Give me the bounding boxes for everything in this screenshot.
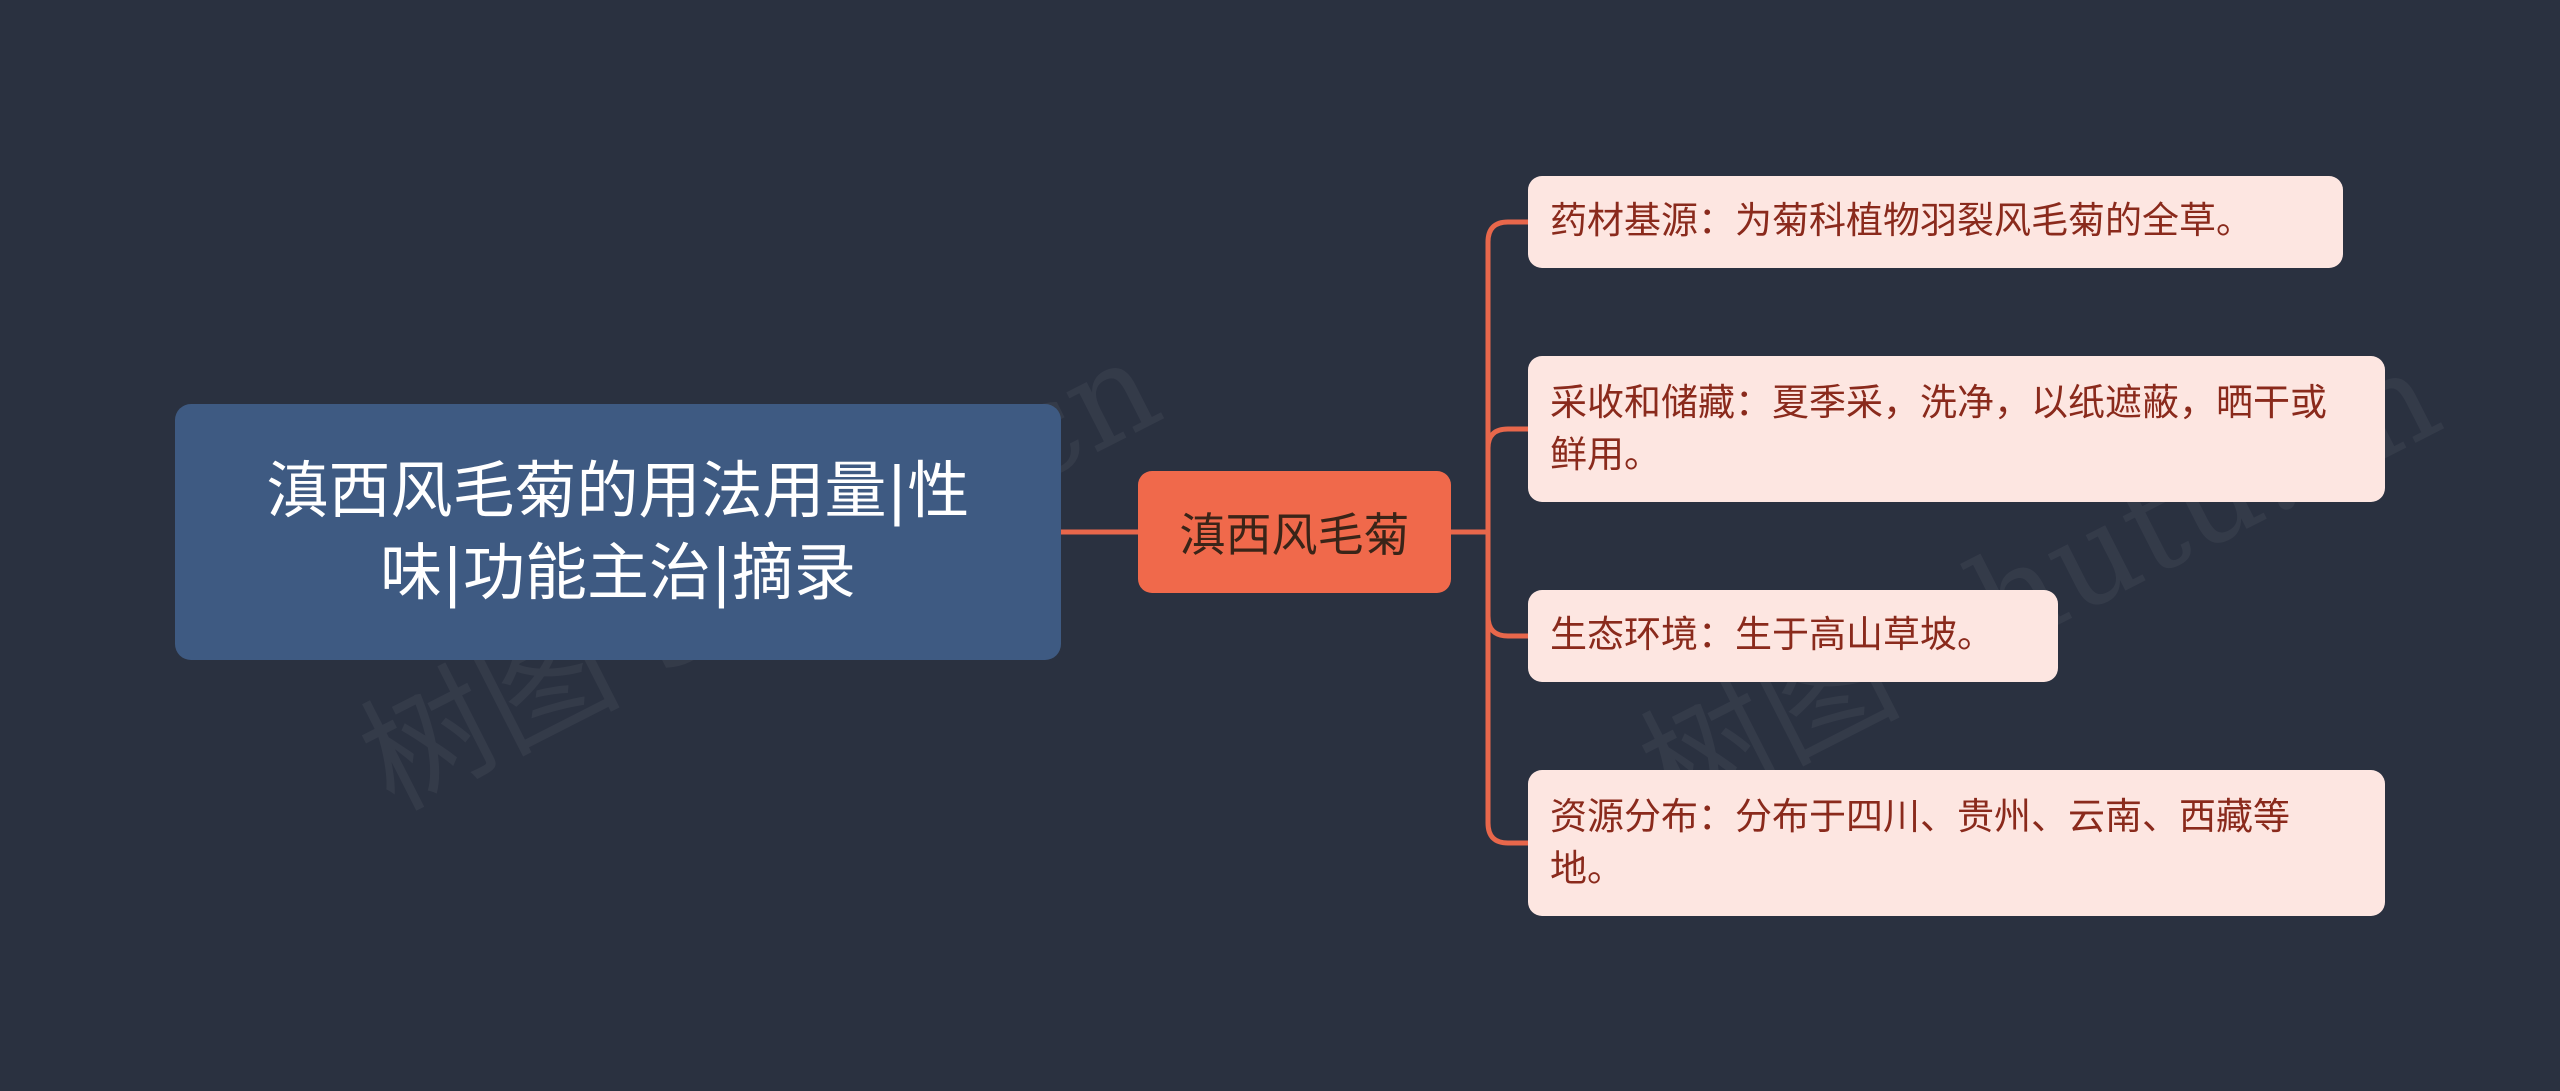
- root-topic-line-2: 味|功能主治|摘录: [380, 536, 856, 609]
- leaf-node-harvest-storage[interactable]: 采收和储藏：夏季采，洗净，以纸遮蔽，晒干或鲜用。: [1528, 356, 2385, 502]
- leaf-node-distribution[interactable]: 资源分布：分布于四川、贵州、云南、西藏等地。: [1528, 770, 2385, 916]
- leaf-text: 采收和储藏：夏季采，洗净，以纸遮蔽，晒干或鲜用。: [1550, 381, 2327, 476]
- leaf-text: 生态环境：生于高山草坡。: [1550, 613, 1994, 656]
- leaf-text: 药材基源：为菊科植物羽裂风毛菊的全草。: [1550, 199, 2253, 242]
- leaf-text: 资源分布：分布于四川、贵州、云南、西藏等地。: [1550, 795, 2290, 890]
- branch-connector-2: [1485, 426, 1531, 535]
- root-topic-text: 滇西风毛菊的用法用量|性 味|功能主治|摘录: [267, 450, 970, 614]
- branch-connector-4: [1485, 529, 1531, 846]
- root-topic-line-1: 滇西风毛菊的用法用量|性: [266, 454, 970, 527]
- branch-connector-1: [1485, 219, 1531, 535]
- branch-connector-3: [1485, 529, 1531, 639]
- central-topic-node[interactable]: 滇西风毛菊: [1138, 471, 1451, 593]
- leaf-node-habitat[interactable]: 生态环境：生于高山草坡。: [1528, 590, 2058, 682]
- root-topic-node[interactable]: 滇西风毛菊的用法用量|性 味|功能主治|摘录: [175, 404, 1061, 660]
- central-topic-label: 滇西风毛菊: [1179, 508, 1410, 562]
- leaf-node-source[interactable]: 药材基源：为菊科植物羽裂风毛菊的全草。: [1528, 176, 2343, 268]
